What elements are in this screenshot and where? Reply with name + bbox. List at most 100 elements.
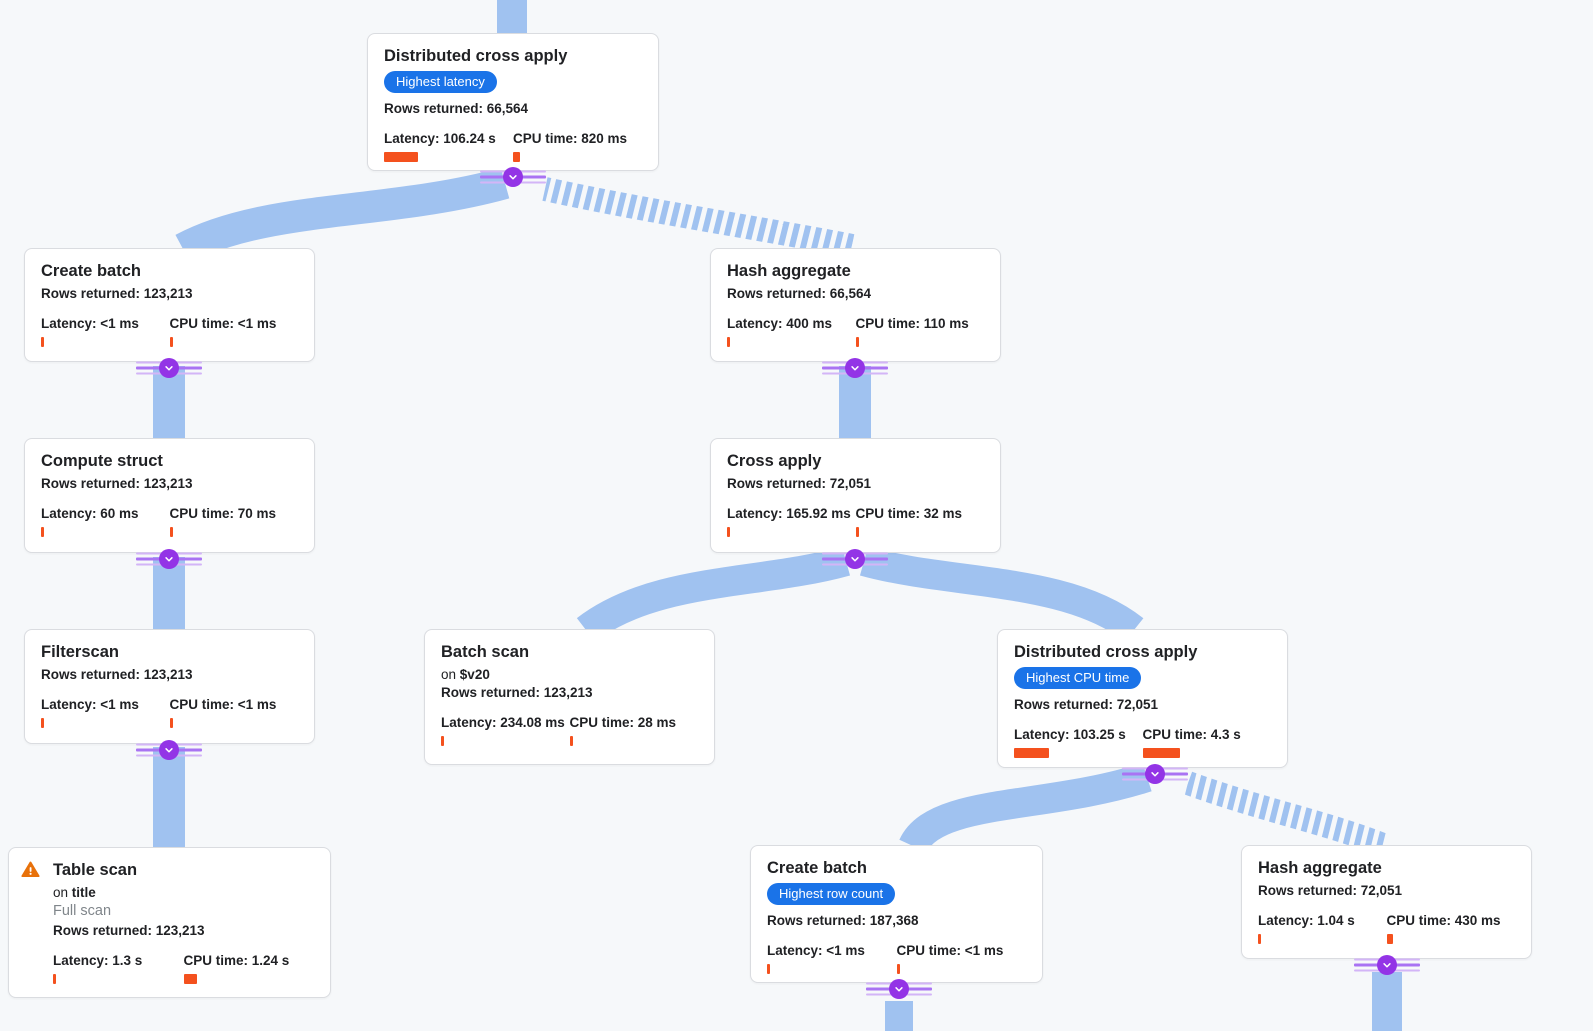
latency-bar: [384, 152, 418, 162]
plan-node-create-batch-2[interactable]: Create batch Highest row count Rows retu…: [750, 845, 1043, 983]
latency-metric: Latency: 106.24 s: [384, 131, 513, 162]
latency-bar: [727, 337, 730, 347]
cpu-metric: CPU time: <1 ms: [169, 316, 299, 347]
latency-bar: [53, 974, 56, 984]
rows-returned: Rows returned: 72,051: [1258, 883, 1403, 898]
edge-cross-apply-to-batch-scan: [576, 546, 851, 643]
metrics-row: Latency: 1.04 s CPU time: 430 ms: [1258, 913, 1515, 944]
node-target: on $v20: [441, 667, 490, 682]
plan-node-distributed-cross-apply-2[interactable]: Distributed cross apply Highest CPU time…: [997, 629, 1288, 768]
rows-returned: Rows returned: 187,368: [767, 913, 919, 928]
subtree-connector-compute-struct: [136, 549, 202, 569]
rows-returned: Rows returned: 123,213: [41, 667, 193, 682]
cpu-bar: [183, 974, 197, 984]
node-title: Create batch: [767, 859, 867, 877]
subtree-connector-filterscan: [136, 740, 202, 760]
latency-metric: Latency: 165.92 ms: [727, 506, 856, 537]
collapse-node-button[interactable]: [845, 358, 865, 378]
plan-node-hash-aggregate-2[interactable]: Hash aggregate Rows returned: 72,051 Lat…: [1241, 845, 1532, 959]
rows-returned: Rows returned: 123,213: [41, 286, 193, 301]
subtree-connector-distributed-cross-apply-2: [1122, 764, 1188, 784]
plan-node-create-batch-1[interactable]: Create batch Rows returned: 123,213 Late…: [24, 248, 315, 362]
node-title: Batch scan: [441, 643, 530, 661]
edge-distributed-cross-apply-1-to-create-batch-1: [175, 167, 510, 264]
latency-metric: Latency: <1 ms: [41, 697, 170, 728]
node-title: Distributed cross apply: [384, 47, 568, 65]
chevron-down-icon: [165, 748, 173, 753]
collapse-node-button[interactable]: [889, 979, 909, 999]
node-title: Cross apply: [727, 452, 822, 470]
collapse-node-button[interactable]: [503, 167, 523, 187]
cpu-metric: CPU time: 4.3 s: [1142, 727, 1272, 758]
latency-metric: Latency: 400 ms: [727, 316, 856, 347]
cpu-bar: [513, 152, 520, 162]
latency-bar: [441, 736, 444, 746]
latency-metric: Latency: 60 ms: [41, 506, 170, 537]
latency-bar: [767, 964, 770, 974]
warning-triangle-icon: [21, 861, 40, 878]
latency-bar: [1014, 748, 1049, 758]
plan-node-cross-apply[interactable]: Cross apply Rows returned: 72,051 Latenc…: [710, 438, 1001, 553]
collapse-node-button[interactable]: [159, 549, 179, 569]
collapse-node-button[interactable]: [1145, 764, 1165, 784]
node-title: Create batch: [41, 262, 141, 280]
latency-metric: Latency: <1 ms: [41, 316, 170, 347]
collapse-node-button[interactable]: [845, 549, 865, 569]
rows-returned: Rows returned: 66,564: [727, 286, 872, 301]
edge-distributed-cross-apply-2-to-hash-aggregate-2-remote: [1183, 771, 1388, 857]
latency-bar: [41, 337, 44, 347]
latency-bar: [727, 527, 730, 537]
cpu-metric: CPU time: 110 ms: [855, 316, 985, 347]
cpu-metric: CPU time: 70 ms: [169, 506, 299, 537]
rows-returned: Rows returned: 72,051: [1014, 697, 1159, 712]
highlight-badge: Highest row count: [767, 883, 896, 905]
cpu-metric: CPU time: 28 ms: [569, 715, 699, 746]
plan-node-table-scan[interactable]: Table scan on title Full scan Rows retur…: [8, 847, 331, 998]
subtree-connector-create-batch-1: [136, 358, 202, 378]
chevron-down-icon: [509, 175, 517, 180]
collapse-node-button[interactable]: [159, 740, 179, 760]
cpu-bar: [169, 718, 173, 728]
latency-bar: [41, 527, 44, 537]
highlight-badge: Highest latency: [384, 71, 497, 93]
plan-node-batch-scan[interactable]: Batch scan on $v20 Rows returned: 123,21…: [424, 629, 715, 765]
cpu-metric: CPU time: 32 ms: [855, 506, 985, 537]
plan-node-filterscan[interactable]: Filterscan Rows returned: 123,213 Latenc…: [24, 629, 315, 744]
metrics-row: Latency: 106.24 s CPU time: 820 ms: [384, 131, 642, 162]
cpu-metric: CPU time: 820 ms: [513, 131, 642, 162]
chevron-down-icon: [1383, 963, 1391, 968]
latency-metric: Latency: <1 ms: [767, 943, 897, 974]
chevron-down-icon: [895, 987, 903, 992]
node-title: Table scan: [53, 861, 138, 879]
cpu-metric: CPU time: <1 ms: [169, 697, 299, 728]
cpu-metric: CPU time: 430 ms: [1386, 913, 1516, 944]
collapse-node-button[interactable]: [1377, 955, 1397, 975]
rows-returned: Rows returned: 72,051: [727, 476, 872, 491]
rows-returned: Rows returned: 123,213: [41, 476, 193, 491]
rows-returned: Rows returned: 123,213: [53, 923, 205, 938]
metrics-row: Latency: 165.92 ms CPU time: 32 ms: [727, 506, 984, 537]
chevron-down-icon: [1151, 772, 1159, 777]
chevron-down-icon: [165, 557, 173, 562]
rows-returned: Rows returned: 123,213: [441, 685, 593, 700]
plan-node-hash-aggregate-1[interactable]: Hash aggregate Rows returned: 66,564 Lat…: [710, 248, 1001, 362]
chevron-down-icon: [851, 557, 859, 562]
cpu-bar: [1142, 748, 1180, 758]
latency-bar: [41, 718, 44, 728]
latency-metric: Latency: 103.25 s: [1014, 727, 1143, 758]
collapse-node-button[interactable]: [159, 358, 179, 378]
node-title: Distributed cross apply: [1014, 643, 1198, 661]
subtree-connector-hash-aggregate-2: [1354, 955, 1420, 975]
plan-node-compute-struct[interactable]: Compute struct Rows returned: 123,213 La…: [24, 438, 315, 553]
metrics-row: Latency: <1 ms CPU time: <1 ms: [41, 316, 298, 347]
cpu-bar: [569, 736, 573, 746]
chevron-down-icon: [851, 366, 859, 371]
cpu-bar: [169, 527, 173, 537]
subtree-connector-create-batch-2: [866, 979, 932, 999]
subtree-connector-cross-apply: [822, 549, 888, 569]
metrics-row: Latency: <1 ms CPU time: <1 ms: [41, 697, 298, 728]
subtree-connector-hash-aggregate-1: [822, 358, 888, 378]
plan-node-distributed-cross-apply-1[interactable]: Distributed cross apply Highest latency …: [367, 33, 659, 171]
highlight-badge: Highest CPU time: [1014, 667, 1142, 689]
latency-bar: [1258, 934, 1261, 944]
